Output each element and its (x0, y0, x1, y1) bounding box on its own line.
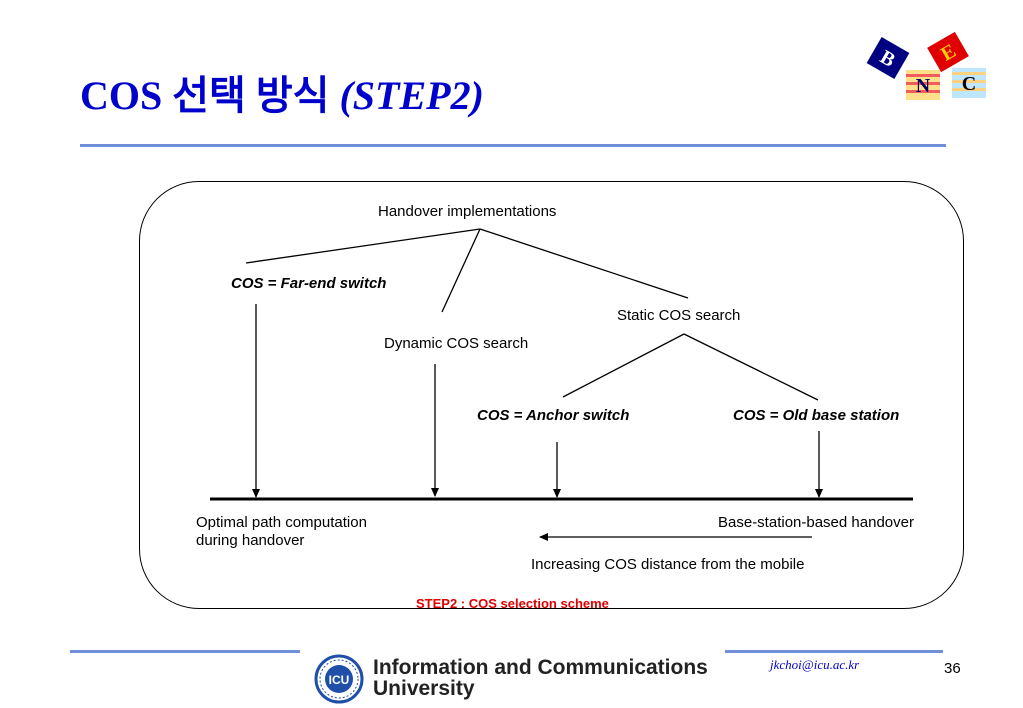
axis-left-line-2: during handover (196, 532, 305, 549)
footer-rule-right (725, 650, 943, 653)
axis-arrow-label: Increasing COS distance from the mobile (531, 556, 805, 573)
university-name-line-2: University (373, 677, 475, 700)
page-number: 36 (944, 660, 961, 677)
axis-left-label: Optimal path computation during handover (196, 514, 367, 550)
contact-email[interactable]: jkchoi@icu.ac.kr (770, 657, 860, 672)
university-name: Information and Communications Universit… (373, 657, 708, 699)
axis-right-label: Base-station-based handover (718, 514, 914, 531)
slide-title: COS 선택 방식 (STEP2) (80, 76, 484, 116)
node-dynamic-cos-search: Dynamic COS search (384, 335, 529, 352)
university-name-line-1: Information and Communications (373, 656, 708, 679)
node-static-cos-search: Static COS search (617, 307, 741, 324)
edge-root-static (479, 228, 689, 299)
edge-static-old-base (683, 333, 819, 401)
footer-rule-left (70, 650, 300, 653)
edge-root-dynamic (441, 228, 481, 313)
node-far-end-switch: COS = Far-end switch (231, 275, 387, 292)
node-old-base-station: COS = Old base station (733, 407, 900, 424)
icu-emblem-icon: ICU (314, 654, 364, 704)
benc-logo: C N E B (866, 31, 986, 100)
node-root: Handover implementations (378, 203, 557, 220)
logo-e-box: E (927, 31, 969, 73)
title-underline (80, 144, 946, 147)
logo-letter-c: C (962, 73, 976, 95)
slide-title-main: COS 선택 방식 (80, 73, 330, 118)
icu-emblem-text: ICU (329, 673, 350, 687)
slide-title-step: (STEP2) (339, 73, 484, 118)
axis-left-line-1: Optimal path computation (196, 514, 367, 531)
edge-root-far-end (245, 228, 481, 264)
node-anchor-switch: COS = Anchor switch (477, 407, 630, 424)
logo-n-box: N (906, 70, 940, 100)
logo-c-box: C (952, 68, 986, 98)
logo-letter-n: N (916, 75, 931, 97)
logo-b-box: B (866, 37, 910, 79)
diagram-frame (139, 181, 964, 609)
edge-static-anchor (562, 333, 685, 398)
diagram-caption: STEP2 : COS selection scheme (416, 596, 609, 611)
